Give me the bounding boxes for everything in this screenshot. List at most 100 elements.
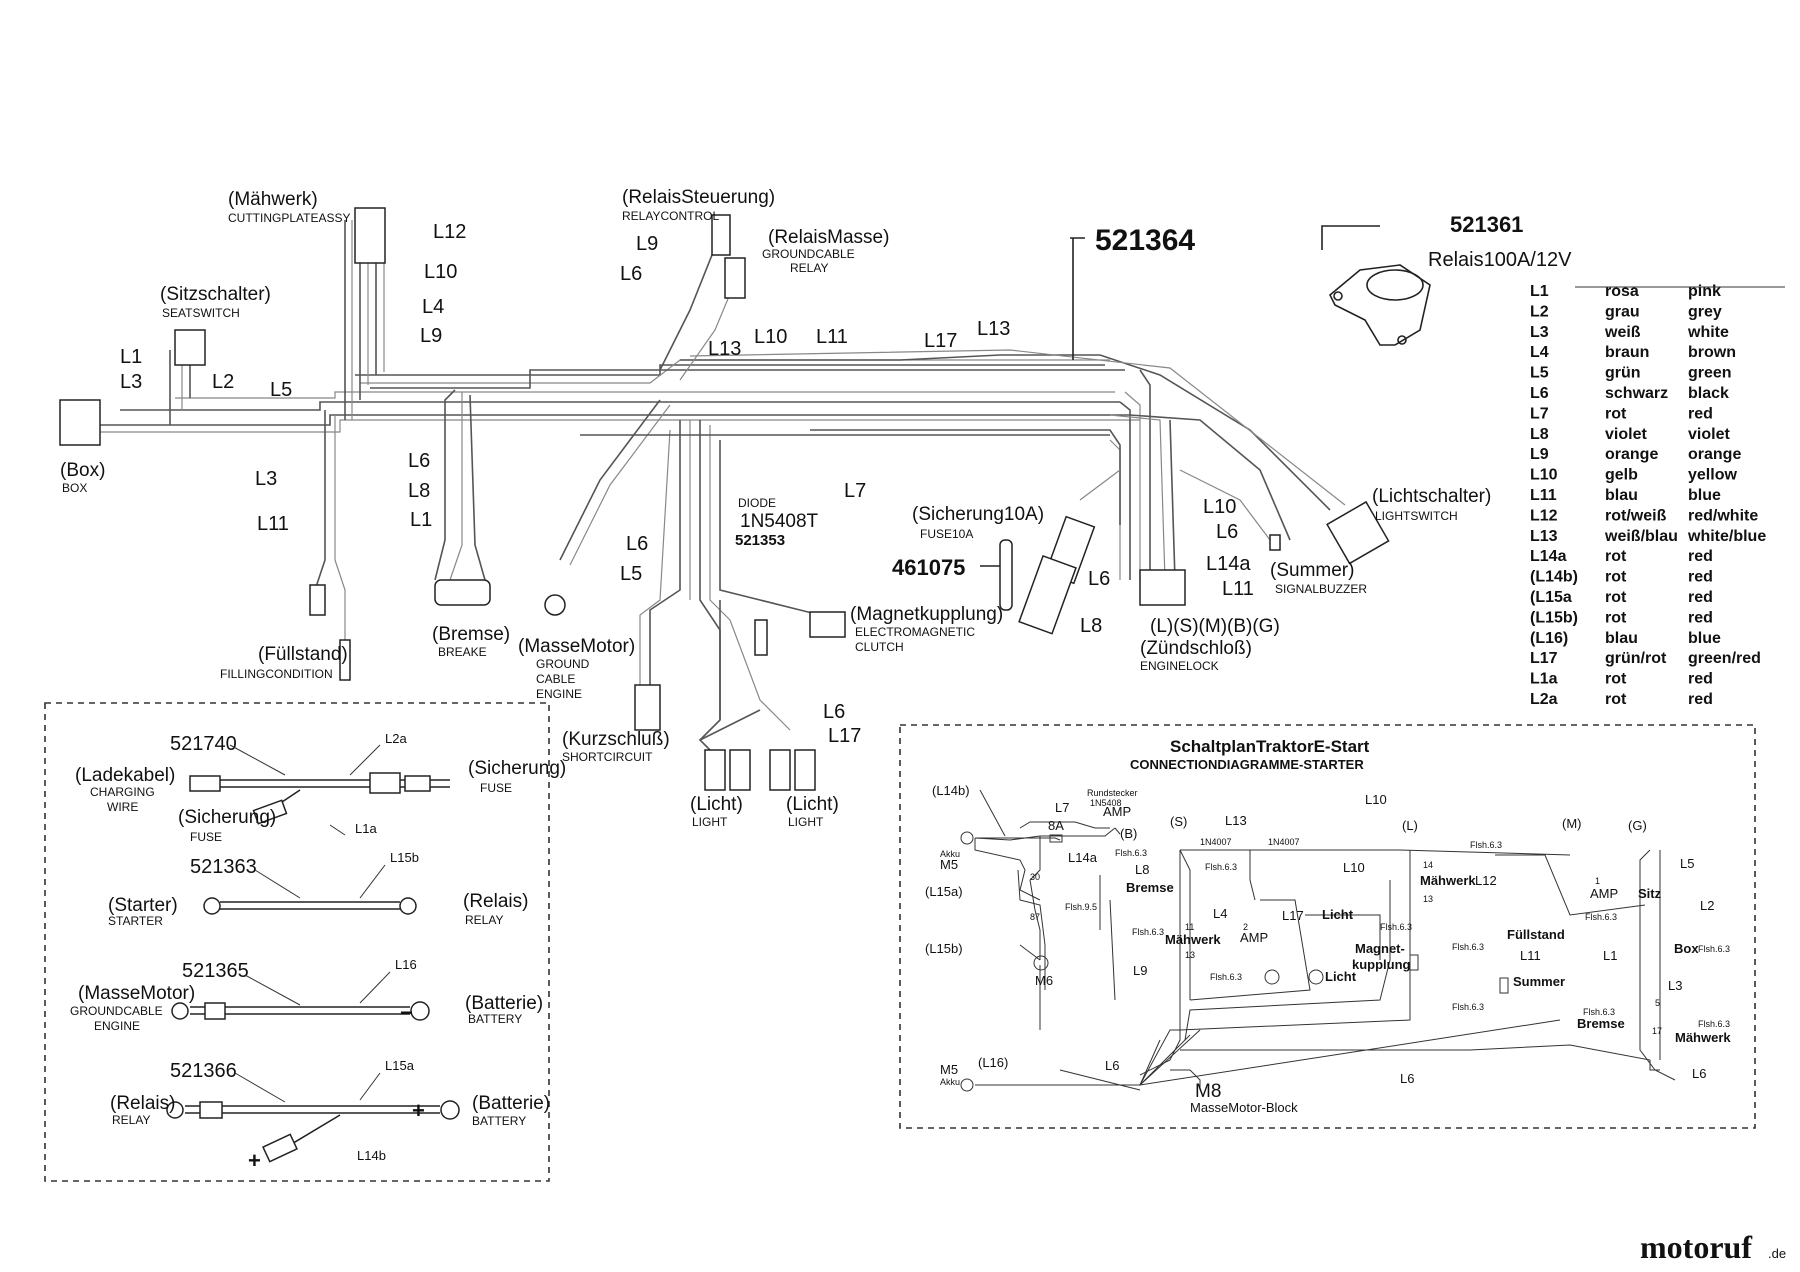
box-label-de: (Box) <box>60 460 105 481</box>
legend-en: green/red <box>1688 650 1761 667</box>
light-switch-connector <box>1326 500 1390 565</box>
fuse-label-en: FUSE10A <box>920 527 973 541</box>
light-left-label-en: LIGHT <box>692 815 728 829</box>
cable-terminal <box>189 775 221 792</box>
component-labels: (Mähwerk) CUTTINGPLATEASSY (Sitzschalter… <box>60 187 1491 829</box>
schematic-label: (S) <box>1170 814 1187 829</box>
relay-control-connector <box>711 214 731 256</box>
brand-name: motoruf <box>1640 1229 1752 1265</box>
polarity-sign: + <box>412 1098 425 1123</box>
schematic-label: Füllstand <box>1507 927 1565 942</box>
schematic-label: Flsh.6.3 <box>1115 848 1147 858</box>
polarity-sign: + <box>248 1148 261 1173</box>
cable-end-label-en: CHARGING <box>90 785 155 799</box>
schematic-label: Rundstecker <box>1087 788 1138 798</box>
legend-en: red <box>1688 569 1713 586</box>
wire-label: L6 <box>620 263 642 285</box>
legend-code: (L15b) <box>1530 609 1578 626</box>
wire-label: L2 <box>212 371 234 393</box>
wire-label: L13 <box>977 318 1010 340</box>
schematic-label: 1N4007 <box>1268 837 1300 847</box>
legend-de: grün/rot <box>1605 650 1667 667</box>
schematic-label: Summer <box>1513 974 1565 989</box>
light-switch-label-de: (Lichtschalter) <box>1372 486 1491 507</box>
fill-condition-label-de: (Füllstand) <box>258 644 348 665</box>
motor-ground-ring <box>544 594 566 616</box>
legend-de: weiß/blau <box>1604 528 1678 545</box>
seat-switch-label-de: (Sitzschalter) <box>160 284 271 305</box>
light-connector-left-a <box>704 749 726 791</box>
schematic-label: kupplung <box>1352 957 1411 972</box>
legend-de: rot <box>1605 589 1627 606</box>
ignition-terminals-label: (L)(S)(M)(B)(G) <box>1150 616 1280 637</box>
connectors <box>59 207 1390 791</box>
legend-en: orange <box>1688 446 1741 463</box>
schematic-label: 11 <box>1185 922 1194 932</box>
cable-set-box <box>44 702 550 1182</box>
schematic: SchaltplanTraktorE-Start CONNECTIONDIAGR… <box>925 737 1731 1115</box>
schematic-label: Flsh.6.3 <box>1583 1007 1615 1017</box>
schematic-label: L11 <box>1520 948 1541 963</box>
schematic-label: L10 <box>1365 792 1387 807</box>
schematic-label: 17 <box>1652 1026 1662 1036</box>
schematic-label: Box <box>1674 941 1699 956</box>
ring-terminal <box>171 1002 189 1020</box>
legend-code: L8 <box>1530 426 1549 443</box>
schematic-label: Flsh.6.3 <box>1452 942 1484 952</box>
legend-code: L2 <box>1530 303 1549 320</box>
cable-set: 521740 L2a L1a (Ladekabel) CHARGING WIRE… <box>70 731 566 1173</box>
legend-en: red <box>1688 671 1713 688</box>
relay-icon: 521361 Relais100A/12V <box>1321 212 1572 346</box>
schematic-label: M5 <box>940 1062 958 1077</box>
legend-de: orange <box>1605 446 1658 463</box>
schematic-label: (B) <box>1120 826 1137 841</box>
box-label-en: BOX <box>62 481 87 495</box>
wire-label: L3 <box>120 371 142 393</box>
wire-label: L10 <box>1203 496 1236 518</box>
legend-code: L14a <box>1530 548 1567 565</box>
motor-ground-label-de: (MasseMotor) <box>518 636 635 657</box>
buzzer-label-de: (Summer) <box>1270 560 1354 581</box>
cable-end-label-en: FUSE <box>190 830 222 844</box>
wire-label: L13 <box>708 338 741 360</box>
cable-end-label-en: BATTERY <box>472 1114 526 1128</box>
wire-label: L1 <box>410 509 432 531</box>
cable-wire-label: L15b <box>390 850 419 865</box>
schematic-label: L10 <box>1343 860 1365 875</box>
cable-part-number: 521366 <box>170 1060 237 1082</box>
wire-label: L6 <box>408 450 430 472</box>
legend-de: grau <box>1605 303 1640 320</box>
schematic-label: L12 <box>1475 873 1497 888</box>
schematic-label: L6 <box>1400 1071 1414 1086</box>
schematic-title: SchaltplanTraktorE-Start <box>1170 737 1370 756</box>
cable-end-label-de: (Batterie) <box>472 1093 550 1114</box>
legend-en: white <box>1687 324 1729 341</box>
legend-de: rosa <box>1605 283 1639 300</box>
legend-de: rot/weiß <box>1605 507 1667 524</box>
legend-code: L2a <box>1530 691 1558 708</box>
schematic-label: Bremse <box>1126 880 1174 895</box>
schematic-label: 13 <box>1423 894 1433 904</box>
legend-code: (L16) <box>1530 630 1568 647</box>
wire-label: L6 <box>1216 521 1238 543</box>
cable-end-label-de: (MasseMotor) <box>78 983 195 1004</box>
legend-de: blau <box>1605 487 1638 504</box>
legend-code: L1a <box>1530 671 1558 688</box>
schematic-label: M5 <box>940 857 958 872</box>
schematic-label: MasseMotor-Block <box>1190 1100 1298 1115</box>
wire-label: L14a <box>1206 553 1251 575</box>
schematic-label: Flsh.6.3 <box>1470 840 1502 850</box>
cable-end-label-de: (Sicherung) <box>468 758 566 779</box>
schematic-label: L1 <box>1603 948 1617 963</box>
light-left-label-de: (Licht) <box>690 794 743 815</box>
schematic-label: 5 <box>1655 998 1660 1008</box>
schematic-label: Mähwerk <box>1420 873 1476 888</box>
schematic-label: L8 <box>1135 862 1149 877</box>
schematic-label: 8A <box>1048 818 1064 833</box>
clutch-label-en1: ELECTROMAGNETIC <box>855 625 975 639</box>
legend-code: L17 <box>1530 650 1558 667</box>
legend-en: red <box>1688 609 1713 626</box>
clutch-label-de: (Magnetkupplung) <box>850 604 1003 625</box>
cable-part-number: 521365 <box>182 960 249 982</box>
